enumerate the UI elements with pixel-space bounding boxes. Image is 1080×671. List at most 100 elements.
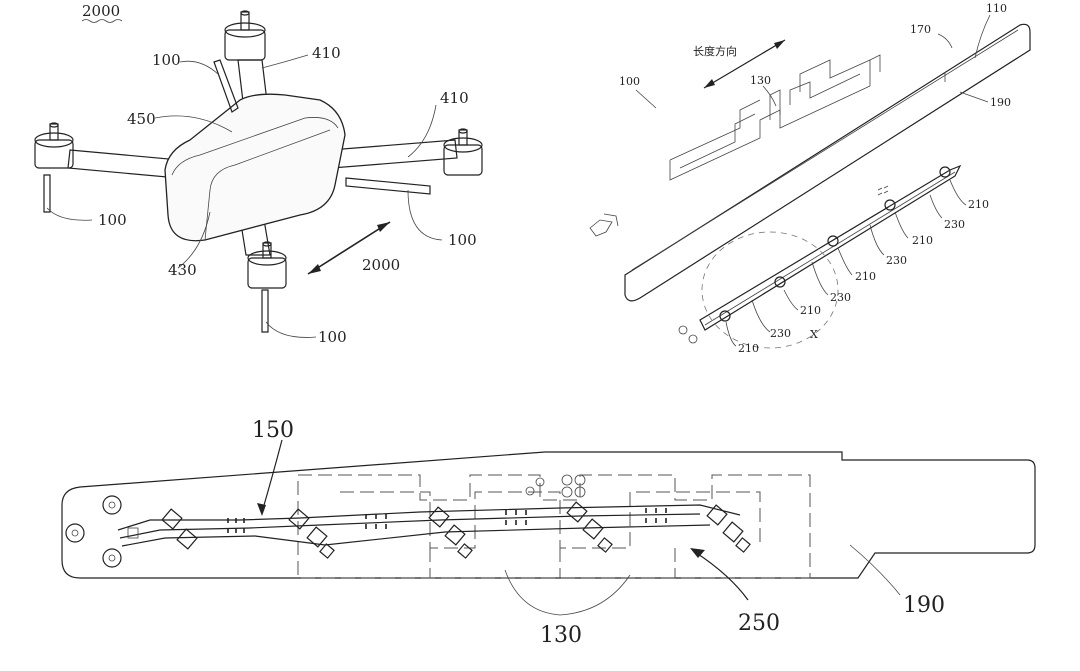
connector-1 xyxy=(678,325,688,335)
antenna-radiator-inner xyxy=(679,73,861,169)
port-left-inner xyxy=(71,529,79,537)
label-230-d: 230 xyxy=(770,327,791,340)
leader-230-a xyxy=(929,194,943,219)
trace-3 xyxy=(121,524,711,547)
leader-feed-head xyxy=(690,548,705,558)
label-housing: 190 xyxy=(990,96,1011,109)
label-210-e: 210 xyxy=(738,342,759,355)
arm-right xyxy=(329,139,458,169)
housing-edge xyxy=(631,29,1019,271)
pcb-trace xyxy=(704,171,956,326)
component-cluster-2 xyxy=(288,508,335,559)
motor-top xyxy=(224,10,266,61)
label-feed: 250 xyxy=(738,611,780,636)
pcb-outline xyxy=(61,451,1036,579)
label-antenna-zones: 130 xyxy=(540,623,582,648)
direction-arrow-head-a xyxy=(308,264,321,274)
label-antenna: 130 xyxy=(750,74,771,87)
label-body: 450 xyxy=(127,110,156,128)
direction-arrow xyxy=(307,221,391,275)
port-bottom xyxy=(102,548,122,568)
antenna-zone-dividers xyxy=(429,548,676,578)
length-arrow xyxy=(703,39,786,89)
antenna-blade-left xyxy=(43,174,51,213)
detail-circle xyxy=(701,231,839,349)
leader-body-bottom xyxy=(177,211,211,269)
leader-housing xyxy=(959,91,989,103)
label-motor-right: 410 xyxy=(440,89,469,107)
leader-antenna-zones xyxy=(504,569,631,616)
port-left xyxy=(65,523,85,543)
motor-bottom xyxy=(247,241,287,289)
leader-arm-top-left xyxy=(179,60,219,75)
leader-body xyxy=(154,115,233,133)
pad-4 xyxy=(574,474,586,486)
label-direction: 2000 xyxy=(362,256,400,274)
label-arm-top-left: 100 xyxy=(152,51,181,69)
component-cluster-4 xyxy=(566,501,613,553)
leader-arm-bottom xyxy=(265,321,317,338)
leader-210-a xyxy=(949,179,967,206)
leader-arm-left xyxy=(46,207,93,221)
leader-motor-right xyxy=(407,104,437,158)
label-length-direction: 长度方向 xyxy=(693,44,737,58)
label-arm-bottom: 100 xyxy=(318,328,347,346)
antenna-blade-right xyxy=(345,177,431,195)
label-210-c: 210 xyxy=(855,270,876,283)
leader-top-end-b xyxy=(974,14,991,59)
leader-210-b xyxy=(894,211,909,239)
antenna-zone-inner xyxy=(340,491,761,549)
port-top-inner xyxy=(108,501,116,509)
antenna-blade-bottom xyxy=(261,289,269,333)
drone-body xyxy=(164,93,346,242)
component-cluster-5 xyxy=(706,504,751,553)
pcb-plan-figure: 150 130 250 190 xyxy=(61,418,1036,648)
pad-2 xyxy=(535,477,545,487)
port-bottom-inner xyxy=(108,554,116,562)
label-assembly: 100 xyxy=(619,75,640,88)
pcb-node-5 xyxy=(939,166,951,178)
label-housing-c: 190 xyxy=(903,593,945,618)
series-chips xyxy=(227,508,667,533)
leader-230-c xyxy=(811,261,829,296)
small-connector-part xyxy=(589,213,619,237)
length-arrow-head-a xyxy=(704,79,715,88)
drone-figure: 2000 xyxy=(34,2,483,346)
pcb-node-1 xyxy=(719,310,731,322)
label-motor-top: 410 xyxy=(312,44,341,62)
arm-left xyxy=(67,149,181,179)
pcb-strip xyxy=(699,164,962,331)
component-cluster-3 xyxy=(428,506,473,559)
pcb-node-3 xyxy=(827,235,839,247)
pcb-pads xyxy=(877,185,889,196)
label-body-bottom: 430 xyxy=(168,261,197,279)
pad-3 xyxy=(561,474,573,486)
pad-1 xyxy=(525,486,535,496)
label-top-end: 170 xyxy=(910,23,931,36)
pcb-node-2 xyxy=(774,276,786,288)
leader-motor-top xyxy=(261,54,309,69)
label-210-d: 210 xyxy=(800,304,821,317)
housing-plate xyxy=(624,23,1031,302)
leader-top-end xyxy=(937,33,953,49)
label-210-b: 210 xyxy=(912,234,933,247)
connector-2 xyxy=(688,334,698,344)
pad-5 xyxy=(561,486,573,498)
leader-feed xyxy=(694,551,749,601)
leader-trace xyxy=(261,439,283,513)
leader-housing xyxy=(849,544,901,596)
label-arm-left: 100 xyxy=(98,211,127,229)
motor-right xyxy=(443,128,483,176)
antenna-radiator xyxy=(669,54,881,181)
label-210-a: 210 xyxy=(968,198,989,211)
antenna-blade-top-left xyxy=(213,59,239,113)
leader-210-d xyxy=(783,289,799,311)
pad-6 xyxy=(574,486,586,498)
trace-2 xyxy=(119,513,701,539)
leader-trace-head xyxy=(257,503,266,516)
leader-assembly xyxy=(635,89,657,109)
label-top-end-b: 110 xyxy=(986,2,1007,15)
pcb-node-4 xyxy=(884,199,896,211)
body-edge xyxy=(171,117,339,176)
